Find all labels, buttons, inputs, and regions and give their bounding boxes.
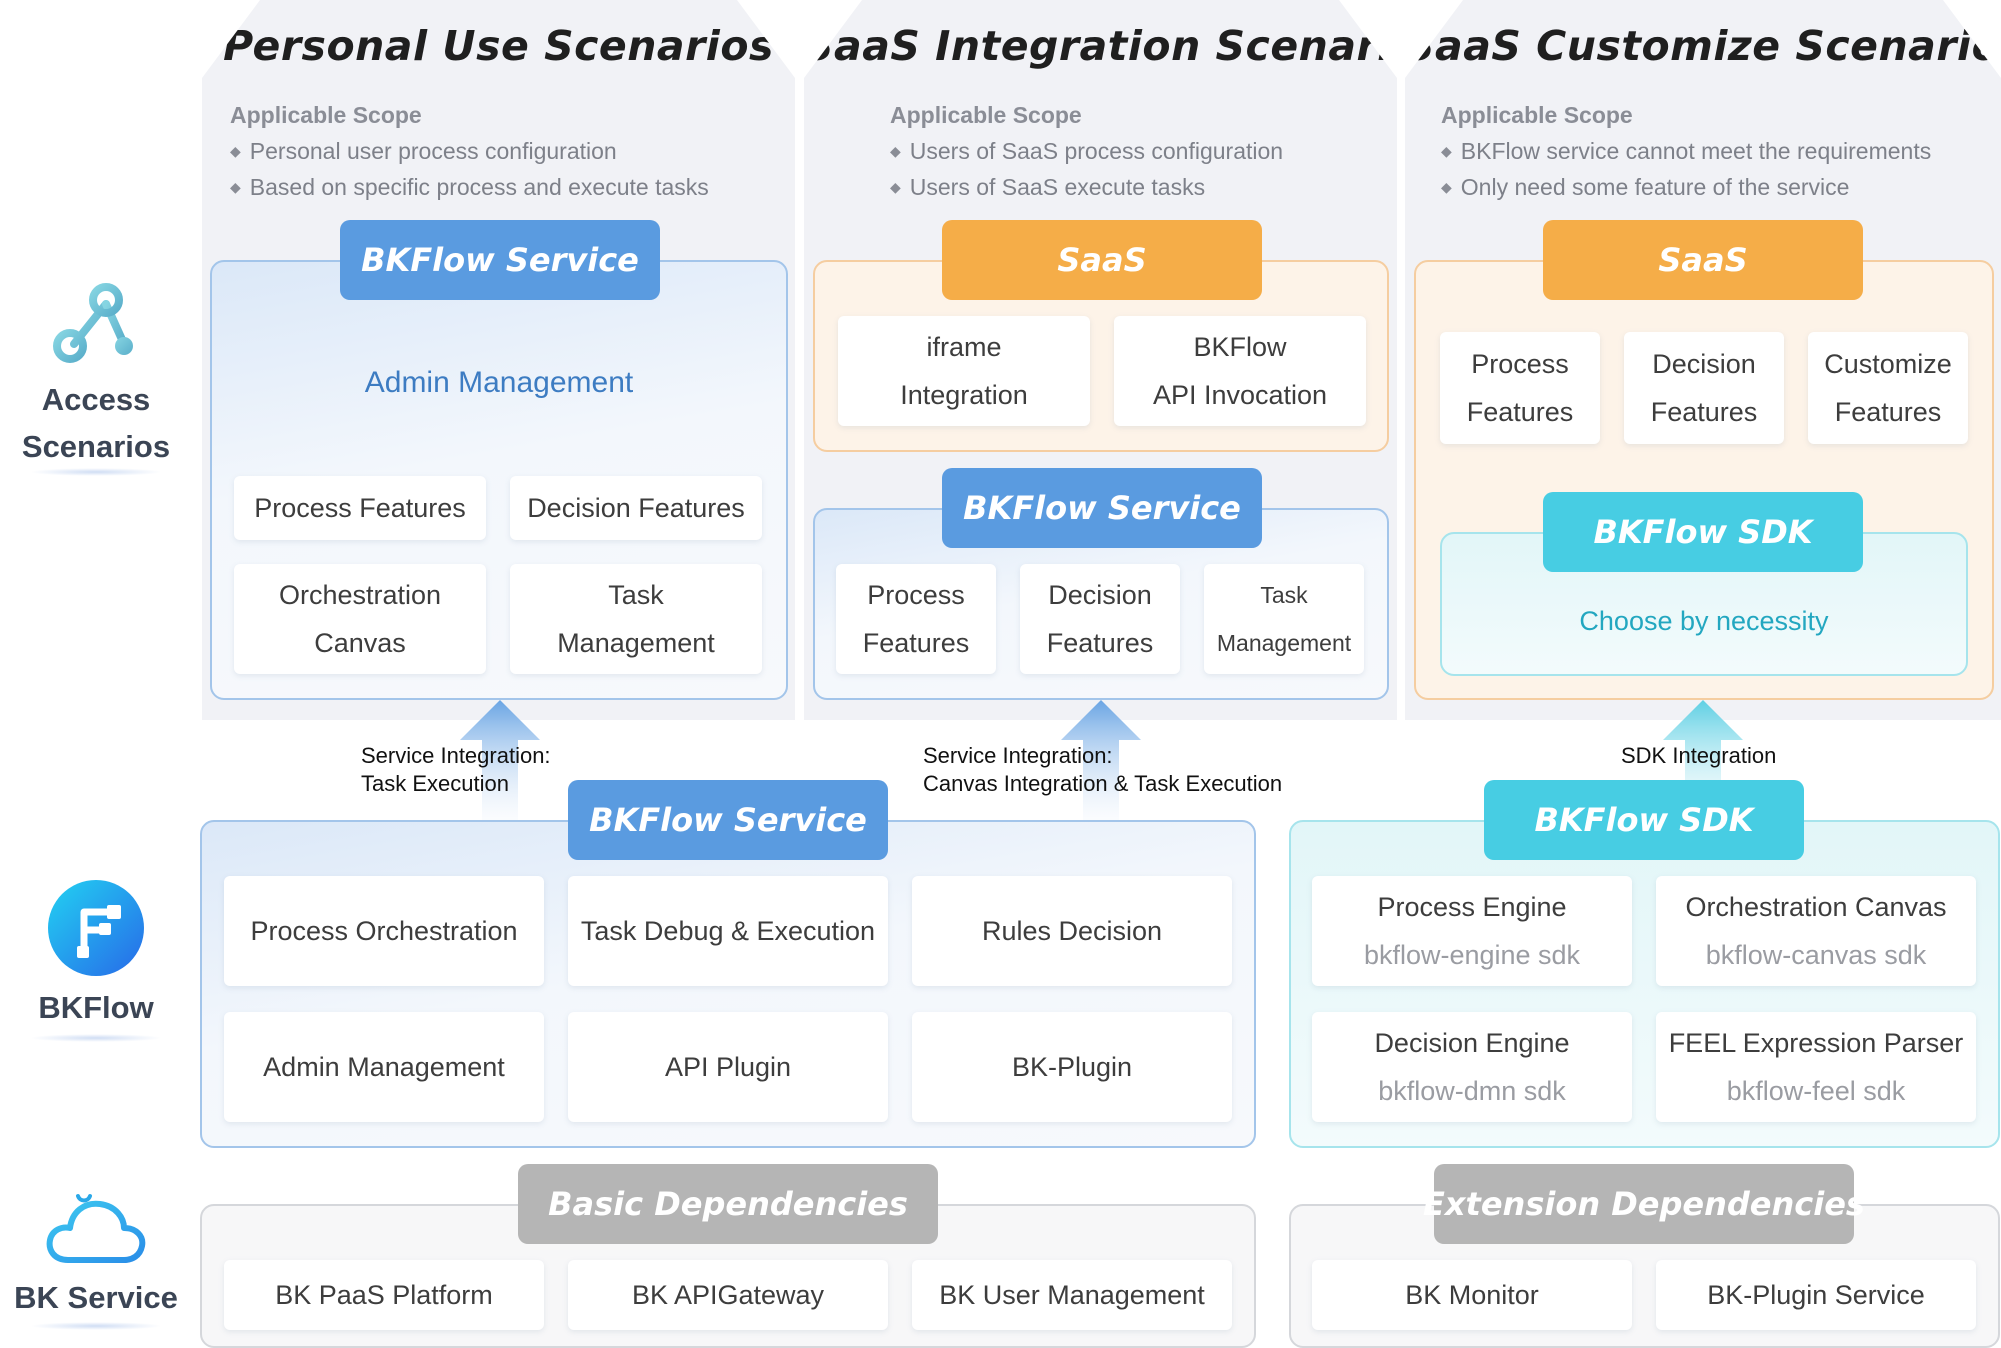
access-label-line1: Access: [41, 382, 151, 417]
personal-process-features-card: Process Features: [234, 476, 486, 540]
personal-scenario-title: Personal Use Scenarios: [223, 22, 774, 70]
saas-integration-bkflow-service-pill: BKFlow Service: [942, 468, 1262, 548]
rules-decision-card: Rules Decision: [912, 876, 1232, 986]
saas-customize-scenario-title: SaaS Customize Scenarios: [1405, 22, 2001, 70]
bk-plugin-card: BK-Plugin: [912, 1012, 1232, 1122]
cloud-icon: [46, 1194, 146, 1263]
process-orchestration-card: Process Orchestration: [224, 876, 544, 986]
bkflow-logo-icon: [48, 880, 144, 976]
bk-monitor-card: BK Monitor: [1312, 1260, 1632, 1330]
saas-customize-scope-heading: Applicable Scope: [1441, 102, 1633, 128]
personal-scope-item: ◆Based on specific process and execute t…: [230, 174, 709, 200]
choose-by-necessity-label: Choose by necessity: [1579, 606, 1829, 636]
saas-integration-saas-pill: SaaS: [942, 220, 1262, 300]
flow-label-middle: Service Integration:Canvas Integration &…: [923, 743, 1283, 796]
admin-management-card: Admin Management: [224, 1012, 544, 1122]
saas-customize-saas-pill: SaaS: [1543, 220, 1863, 300]
flow-label-right: SDK Integration: [1621, 743, 1777, 768]
personal-scope-heading: Applicable Scope: [230, 102, 422, 128]
personal-scope-item: ◆Personal user process configuration: [230, 138, 617, 164]
bkflow-sdk-pill: BKFlow SDK: [1484, 780, 1804, 860]
personal-decision-features-card: Decision Features: [510, 476, 762, 540]
task-debug-execution-card: Task Debug & Execution: [568, 876, 888, 986]
saas-integration-scope-item: ◆Users of SaaS execute tasks: [890, 174, 1206, 200]
bk-service-label: BK Service: [14, 1280, 178, 1315]
saas-customize-scope-item: ◆BKFlow service cannot meet the requirem…: [1441, 138, 1932, 164]
personal-bkflow-service-pill: BKFlow Service: [340, 220, 660, 300]
saas-customize-bkflow-sdk-pill: BKFlow SDK: [1543, 492, 1863, 572]
service-integration-arrow-left-icon: [460, 700, 540, 820]
bkflow-service-pill: BKFlow Service: [568, 780, 888, 860]
api-plugin-card: API Plugin: [568, 1012, 888, 1122]
access-label-line2: Scenarios: [21, 429, 171, 464]
personal-admin-management: Admin Management: [364, 366, 634, 399]
access-scenarios-label: Access Scenarios: [0, 376, 192, 470]
saas-integration-scenario-title: SaaS Integration Scenarios: [804, 22, 1446, 70]
bk-user-management-card: BK User Management: [912, 1260, 1232, 1330]
service-integration-arrow-middle-icon: [1061, 700, 1141, 820]
bk-plugin-service-card: BK-Plugin Service: [1656, 1260, 1976, 1330]
network-nodes-icon: [53, 283, 133, 363]
bk-paas-platform-card: BK PaaS Platform: [224, 1260, 544, 1330]
sdk-integration-arrow-icon: [1663, 700, 1743, 820]
bk-apigateway-card: BK APIGateway: [568, 1260, 888, 1330]
flow-label-left: Service Integration:Task Execution: [361, 743, 551, 796]
saas-customize-scope-item: ◆Only need some feature of the service: [1441, 174, 1850, 200]
bkflow-label: BKFlow: [38, 990, 154, 1025]
bk-service-underline: [30, 1322, 162, 1330]
access-underline: [30, 468, 162, 476]
saas-integration-scope-heading: Applicable Scope: [890, 102, 1082, 128]
bkflow-underline: [30, 1034, 162, 1042]
saas-integration-scope-item: ◆Users of SaaS process configuration: [890, 138, 1284, 164]
basic-dependencies-pill: Basic Dependencies: [518, 1164, 938, 1244]
extension-dependencies-pill: Extension Dependencies: [1423, 1164, 1865, 1244]
